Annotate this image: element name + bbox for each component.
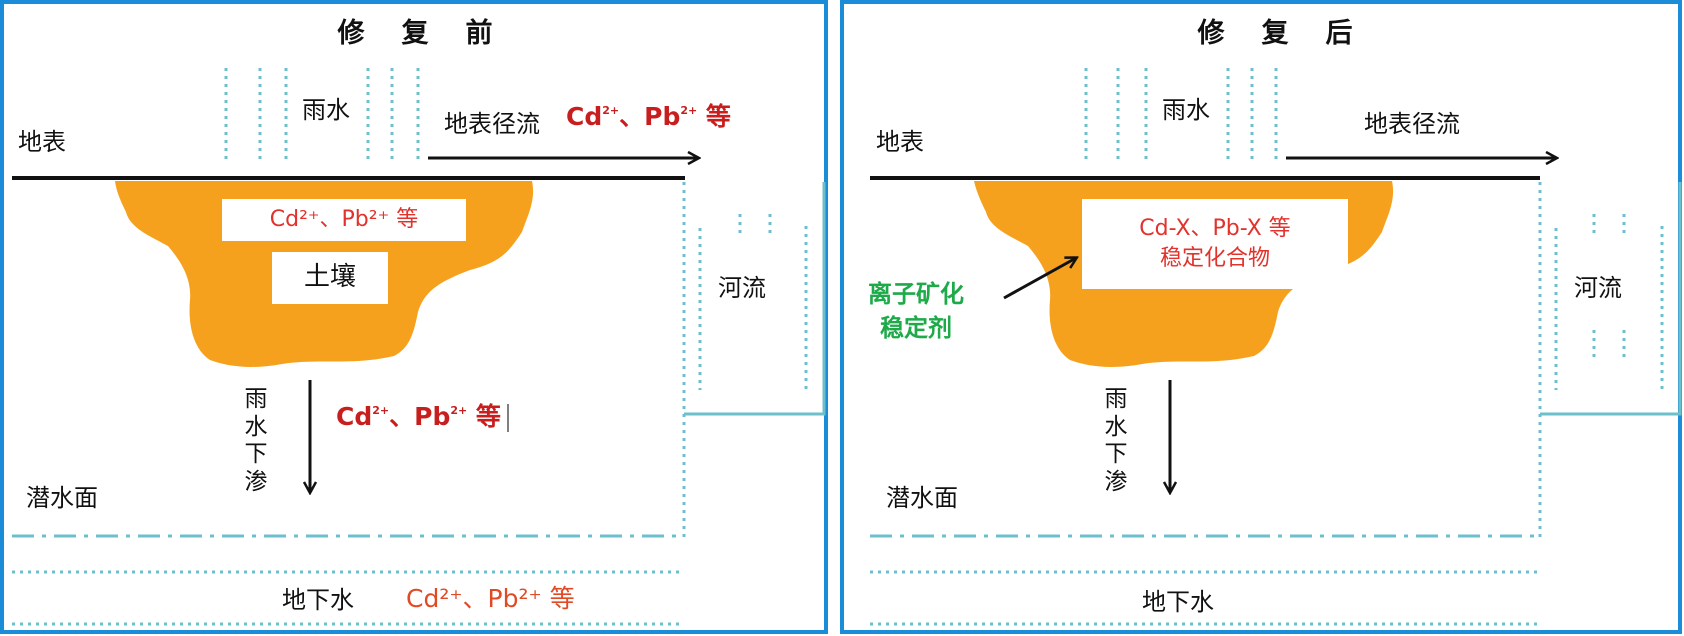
runoff-pollutant-cd: Cd bbox=[566, 102, 603, 131]
stabilizer-arrow bbox=[1003, 258, 1076, 300]
river-bank bbox=[1540, 182, 1682, 416]
title-char-1: 修 bbox=[337, 18, 367, 49]
panel-title: 修复前 bbox=[320, 20, 512, 47]
soil-label-box: 土壤 bbox=[272, 252, 388, 304]
runoff-pollutant-suffix: 等 bbox=[697, 102, 731, 131]
title-char-3: 前 bbox=[465, 18, 495, 49]
river-label: 河流 bbox=[1574, 274, 1622, 302]
superscript-cd-2: 2+ bbox=[372, 404, 390, 417]
superscript-cd: 2+ bbox=[602, 104, 620, 117]
surface-label: 地表 bbox=[18, 128, 66, 156]
soil-pollutant-box: Cd²⁺、Pb²⁺ 等 bbox=[222, 199, 466, 241]
stabilized-line-2: 稳定化合物 bbox=[1159, 246, 1270, 271]
panel-frame bbox=[0, 0, 828, 634]
rain-label: 雨水 bbox=[1162, 96, 1210, 124]
stabilized-line-1: Cd-X、Pb-X 等 bbox=[1139, 216, 1291, 242]
title-char-3: 后 bbox=[1325, 18, 1355, 49]
infiltration-pollutant-pb: 、Pb bbox=[389, 402, 451, 431]
title-char-1: 修 bbox=[1197, 18, 1227, 49]
panel-after: 修 复 后 地表 雨水 地表径流 Cd-X、Pb-X 等 稳定化合物 离子矿化 稳定… bbox=[840, 0, 1684, 636]
superscript-pb-2: 2+ bbox=[450, 404, 468, 417]
river-label: 河流 bbox=[718, 274, 766, 302]
panel-title: 修复后 bbox=[1180, 20, 1372, 47]
river-bank bbox=[684, 182, 826, 416]
stabilizer-label: 离子矿化 稳定剂 bbox=[868, 278, 964, 345]
water-table-label: 潜水面 bbox=[26, 484, 98, 512]
infiltration-pollutant-label: Cd2+、Pb2+ 等 bbox=[336, 404, 501, 429]
groundwater-pollutant-label: Cd²⁺、Pb²⁺ 等 bbox=[406, 584, 575, 613]
rain-label: 雨水 bbox=[302, 96, 350, 124]
river-water-lines bbox=[1554, 214, 1664, 390]
panel-before-drawing bbox=[0, 0, 828, 634]
panel-before: 修复前 地表 雨水 地表径流 Cd2+、Pb2+ 等 Cd²⁺、Pb²⁺ 等 土… bbox=[0, 0, 830, 636]
water-table-label: 潜水面 bbox=[886, 484, 958, 512]
infiltration-label: 雨水下渗 bbox=[1104, 386, 1128, 495]
runoff-label: 地表径流 bbox=[1364, 110, 1460, 138]
river-water-lines bbox=[698, 214, 808, 390]
groundwater-label: 地下水 bbox=[1142, 588, 1214, 616]
stabilized-compound-box: Cd-X、Pb-X 等 稳定化合物 bbox=[1082, 199, 1348, 289]
superscript-pb: 2+ bbox=[680, 104, 698, 117]
runoff-pollutant-label: Cd2+、Pb2+ 等 bbox=[566, 104, 731, 129]
title-char-2: 复 bbox=[401, 18, 431, 49]
infiltration-label: 雨水下渗 bbox=[244, 386, 268, 495]
title-char-2: 复 bbox=[1261, 18, 1291, 49]
stabilizer-line-2: 稳定剂 bbox=[880, 313, 952, 342]
infiltration-pollutant-cd: Cd bbox=[336, 402, 373, 431]
runoff-label: 地表径流 bbox=[444, 110, 540, 138]
panel-after-drawing bbox=[840, 0, 1682, 634]
groundwater-label: 地下水 bbox=[282, 586, 354, 614]
infiltration-pollutant-suffix: 等 bbox=[467, 402, 501, 431]
runoff-pollutant-pb: 、Pb bbox=[619, 102, 681, 131]
surface-label: 地表 bbox=[876, 128, 924, 156]
stabilizer-line-1: 离子矿化 bbox=[868, 280, 964, 308]
